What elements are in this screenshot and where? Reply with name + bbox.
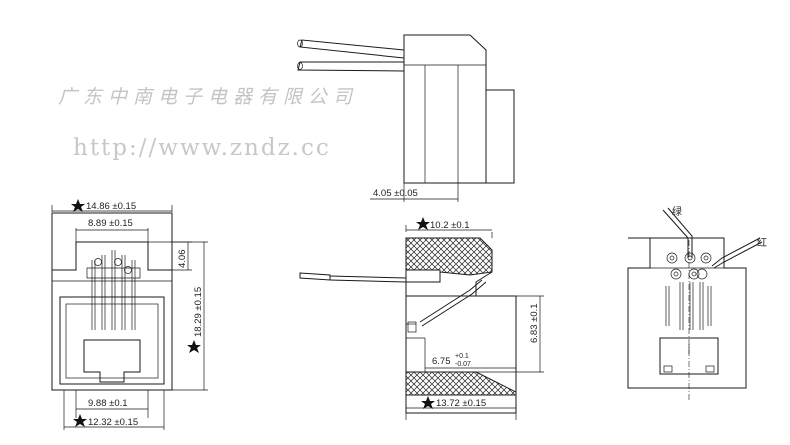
dim-front-width-inner: 8.89 ±0.15 (88, 218, 133, 229)
rear-view: 绿 红 (627, 205, 767, 400)
watermark-company: 广东中南电子电器有限公司 (58, 86, 358, 108)
dim-section-inner-depth: 6.75 (432, 356, 451, 367)
dim-top-view-depth: 4.05 ±0.05 (373, 188, 418, 199)
dim-section-inner-depth-upper: +0.1 (455, 353, 469, 360)
dim-section-height: 6.83 ±0.1 (529, 303, 540, 343)
wire-label-red: 红 (757, 236, 767, 249)
front-view: 14.86 ±0.15 8.89 ±0.15 4.06 18.29 ±0.15 … (51, 199, 208, 430)
watermark-url: http://www.zndz.cc (73, 135, 331, 161)
dim-front-step-height: 4.06 (177, 250, 188, 269)
dim-section-bottom: 13.72 ±0.15 (436, 398, 486, 409)
top-view: 4.05 ±0.05 (297, 34, 515, 202)
dim-front-bottom-inner: 9.88 ±0.1 (88, 398, 128, 409)
dim-section-top: 10.2 ±0.1 (430, 220, 470, 231)
dim-front-bottom-outer: 12.32 ±0.15 (88, 417, 138, 428)
dim-front-width-total: 14.86 ±0.15 (86, 201, 136, 212)
section-view: 10.2 ±0.1 6.83 ±0.1 6.75 +0.1 -0.07 13.7… (299, 217, 544, 420)
dim-section-inner-depth-lower: -0.07 (455, 361, 471, 368)
wire-label-green: 绿 (672, 205, 682, 218)
dim-front-height: 18.29 ±0.15 (193, 287, 204, 337)
